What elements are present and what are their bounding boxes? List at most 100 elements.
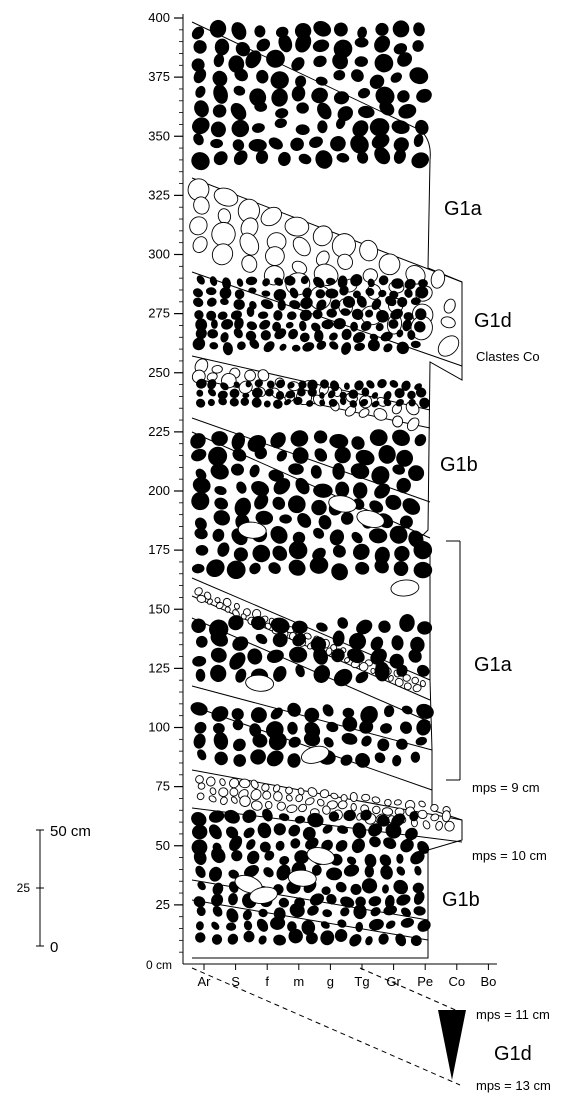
clast-black (295, 33, 312, 53)
clast-black (242, 909, 252, 921)
facies-label-g1a-top: G1a (444, 198, 483, 220)
clast-black (413, 561, 433, 579)
clast-black (231, 22, 247, 40)
clast-black (193, 40, 207, 54)
clast-black (336, 117, 346, 129)
clast-black (303, 732, 321, 747)
clast-white (218, 787, 229, 798)
clast-black (357, 26, 367, 39)
clast-white (402, 674, 411, 682)
clast-black (417, 621, 433, 635)
clast-black (380, 865, 393, 880)
clast-white (443, 298, 456, 314)
clast-black (316, 622, 328, 632)
clast-black (233, 299, 245, 310)
clast-black (262, 278, 270, 287)
clast-black (226, 922, 237, 931)
clast-black (278, 34, 293, 53)
clast-black (242, 392, 250, 399)
clast-black (369, 74, 385, 89)
clast-black (276, 450, 288, 462)
clast-black (249, 723, 262, 738)
clast-white (237, 521, 267, 539)
clast-black (212, 70, 228, 87)
clast-black (213, 723, 225, 734)
facies-label-g1d-lower: G1d (494, 1043, 532, 1065)
clast-black (350, 463, 370, 480)
clast-black (262, 808, 273, 822)
clast-black (212, 528, 225, 542)
clast-black (208, 446, 228, 466)
clast-black (214, 485, 227, 496)
clast-black (398, 104, 417, 119)
clast-white (206, 776, 216, 787)
clast-black (229, 652, 246, 670)
clast-black (350, 321, 359, 332)
clast-black (367, 339, 380, 352)
clast-black (287, 382, 295, 389)
clast-black (240, 397, 250, 406)
clast-white (196, 594, 207, 603)
clast-black (250, 749, 266, 765)
clast-black (332, 463, 345, 480)
clast-black (385, 822, 402, 839)
clast-black (246, 839, 256, 850)
clast-black (379, 101, 395, 116)
clast-black (211, 893, 224, 907)
clast-black (329, 433, 349, 449)
clast-black (273, 823, 286, 836)
clast-black (350, 274, 363, 287)
clast-black (260, 330, 271, 341)
clast-black (211, 706, 229, 722)
clast-black (397, 52, 413, 67)
clast-black (266, 380, 275, 389)
clast-black (379, 854, 392, 867)
clast-black (195, 635, 208, 648)
clast-black (378, 445, 396, 464)
clast-black (359, 720, 374, 734)
grain-size-label: Gr (386, 974, 401, 989)
clast-black (388, 319, 399, 329)
clast-black (413, 22, 425, 37)
bed-boundary (191, 417, 431, 503)
clast-black (375, 323, 384, 332)
clast-black (354, 56, 368, 67)
clast-black (190, 433, 206, 449)
clast-black (245, 50, 262, 69)
clast-black (288, 328, 299, 340)
grain-size-label: Pe (417, 974, 433, 989)
clast-black (270, 707, 283, 720)
clast-white (331, 233, 356, 258)
clast-black (295, 477, 310, 495)
clast-white (222, 597, 232, 607)
clast-black (410, 751, 421, 763)
axis-tick-label: 250 (148, 365, 170, 380)
clast-black (390, 308, 403, 320)
clast-black (340, 308, 351, 316)
clast-black (274, 118, 287, 129)
clast-white (437, 335, 460, 357)
clast-black (383, 705, 395, 718)
mps-9-label: mps = 9 cm (472, 780, 540, 795)
clast-white (238, 778, 251, 789)
clast-black (226, 908, 239, 923)
clast-black (250, 707, 267, 724)
clast-white (381, 807, 394, 816)
clast-black (309, 893, 325, 906)
clast-black (231, 463, 244, 476)
clast-white (273, 791, 283, 802)
clast-black (211, 921, 220, 930)
clast-black (329, 529, 345, 546)
clast-white (257, 369, 270, 382)
clast-black (275, 108, 289, 119)
clast-black (404, 288, 413, 298)
clast-white (370, 667, 376, 674)
clast-black (401, 907, 411, 917)
clast-white (251, 800, 263, 811)
clast-black (326, 721, 339, 733)
clast-black (209, 19, 227, 38)
clast-black (245, 330, 257, 341)
clast-black (193, 733, 206, 749)
clast-black (205, 287, 217, 296)
